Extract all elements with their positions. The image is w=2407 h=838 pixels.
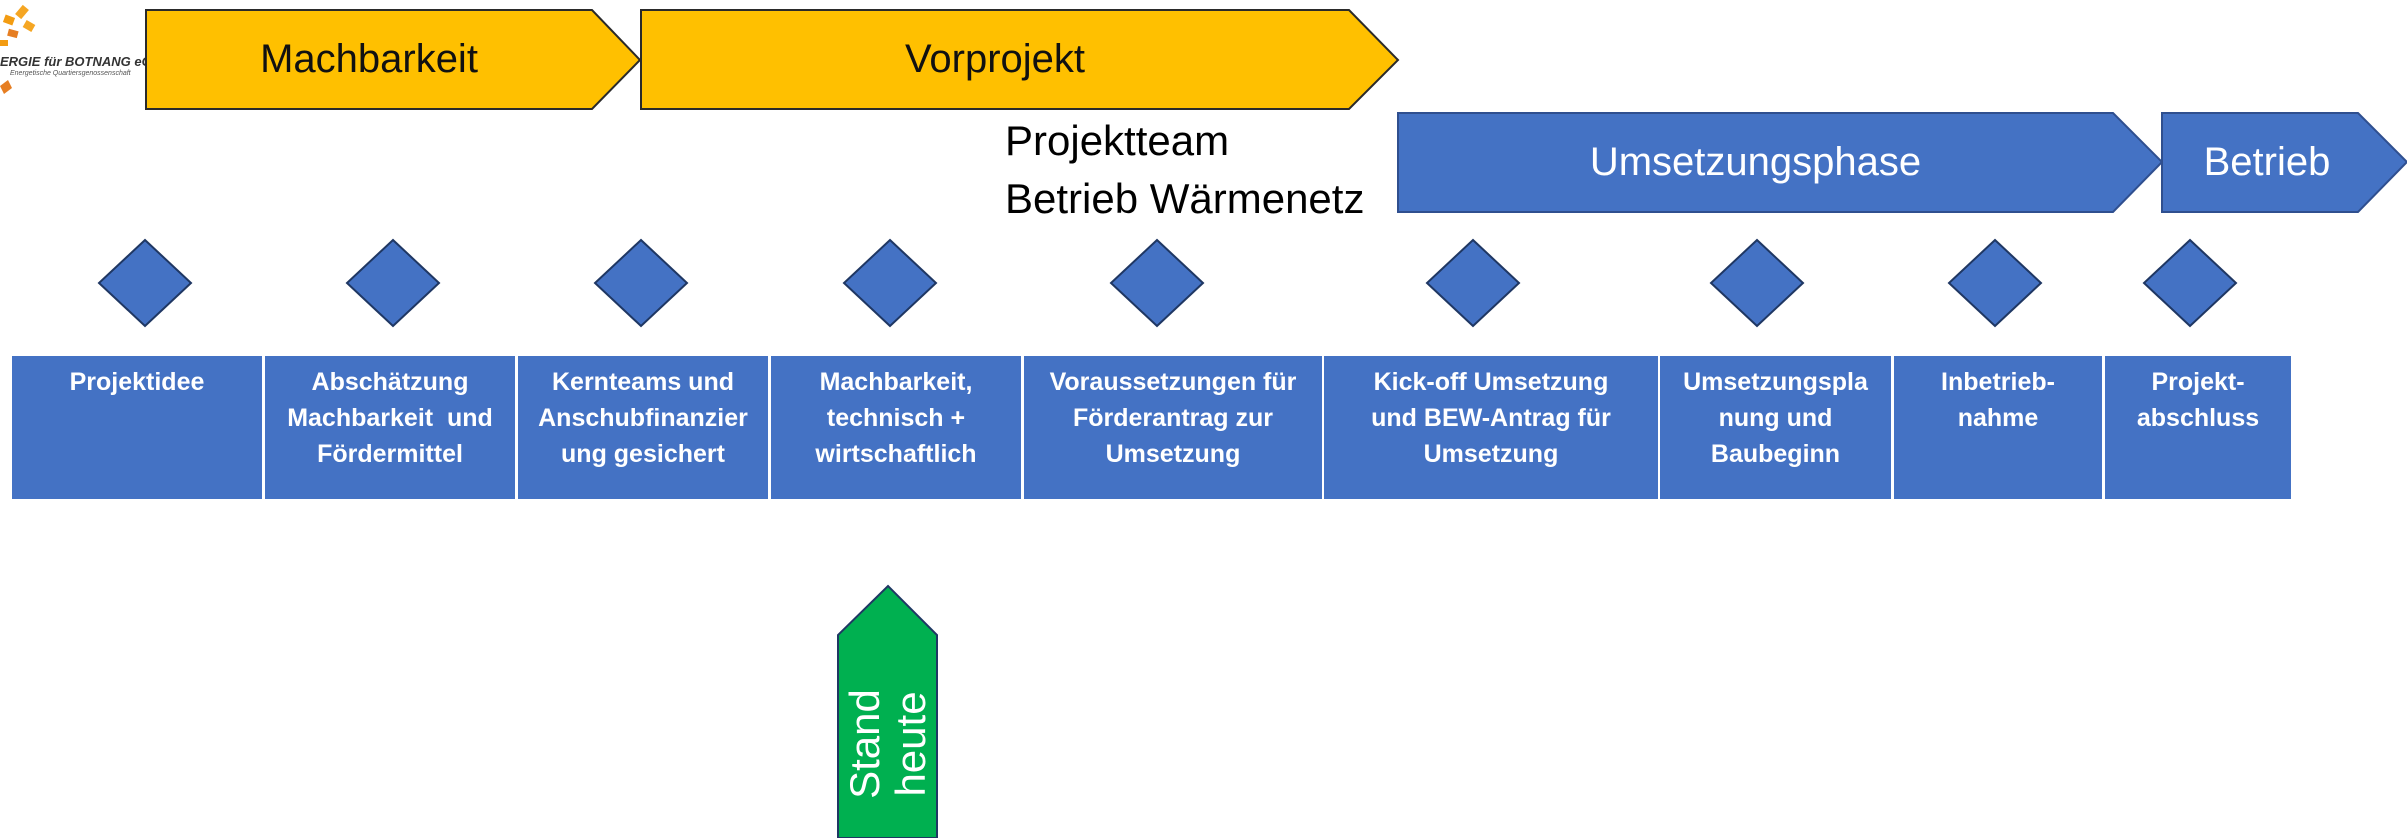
milestone-text: Inbetrieb- bbox=[1941, 368, 2055, 396]
milestone-box-projektabschluss: Projekt- abschluss bbox=[2105, 356, 2291, 499]
milestone-diamond-3 bbox=[593, 238, 689, 328]
milestone-text: wirtschaftlich bbox=[815, 440, 977, 468]
milestone-box-kernteams: Kernteams und Anschubfinanzier ung gesic… bbox=[518, 356, 768, 499]
phase-machbarkeit-label: Machbarkeit bbox=[260, 37, 478, 81]
status-line-2: heute bbox=[887, 691, 935, 797]
milestone-box-voraussetzungen: Voraussetzungen für Förderantrag zur Ums… bbox=[1024, 356, 1322, 499]
logo-name: ERGIE für BOTNANG eG bbox=[0, 54, 152, 69]
milestone-text: Fördermittel bbox=[317, 440, 463, 468]
logo-tagline: Energetische Quartiersgenossenschaft bbox=[10, 70, 131, 77]
milestone-text: Anschubfinanzier bbox=[538, 404, 748, 432]
project-team-note: Projektteam Betrieb Wärmenetz bbox=[1005, 112, 1364, 228]
status-arrow bbox=[837, 584, 938, 838]
phase-betrieb-arrow bbox=[2161, 112, 2407, 213]
milestone-box-umsetzungsplanung: Umsetzungspla nung und Baubeginn bbox=[1660, 356, 1891, 499]
milestone-text: Förderantrag zur bbox=[1072, 404, 1274, 432]
milestone-box-kickoff: Kick-off Umsetzung und BEW-Antrag für Um… bbox=[1324, 356, 1658, 499]
phase-vorprojekt-arrow bbox=[640, 9, 1400, 110]
milestone-box-projektidee: Projektidee bbox=[12, 356, 262, 499]
milestone-text: abschluss bbox=[2136, 404, 2260, 432]
project-team-line-2: Betrieb Wärmenetz bbox=[1005, 175, 1365, 222]
milestone-text: Machbarkeit, bbox=[819, 368, 973, 396]
milestone-text: Voraussetzungen für bbox=[1049, 368, 1297, 396]
phase-machbarkeit-arrow bbox=[145, 9, 642, 110]
milestone-text: nung und bbox=[1718, 404, 1833, 432]
milestone-box-machbarkeit: Machbarkeit, technisch + wirtschaftlich bbox=[771, 356, 1021, 499]
milestone-diamond-2 bbox=[345, 238, 441, 328]
sun-rays-icon bbox=[0, 4, 36, 46]
milestone-box-abschaetzung: Abschätzung Machbarkeit und Fördermittel bbox=[265, 356, 515, 499]
milestone-diamond-1 bbox=[97, 238, 193, 328]
milestone-text: und BEW-Antrag für bbox=[1371, 404, 1611, 432]
milestone-diamond-4 bbox=[842, 238, 938, 328]
logo-accent-icon bbox=[0, 80, 12, 94]
phase-betrieb-label: Betrieb bbox=[2203, 140, 2331, 184]
project-team-line-1: Projektteam bbox=[1005, 117, 1230, 164]
milestone-diamond-8 bbox=[1947, 238, 2043, 328]
status-label: Stand heute bbox=[838, 650, 938, 838]
milestone-box-inbetriebnahme: Inbetrieb- nahme bbox=[1894, 356, 2102, 499]
milestone-diamond-7 bbox=[1709, 238, 1805, 328]
status-line-1: Stand bbox=[841, 689, 889, 799]
phase-umsetzung-label: Umsetzungsphase bbox=[1589, 140, 1922, 184]
milestone-text: Umsetzung bbox=[1423, 440, 1559, 468]
milestone-text: nahme bbox=[1957, 404, 2039, 432]
phase-umsetzung-arrow bbox=[1397, 112, 2164, 213]
phase-vorprojekt-label: Vorprojekt bbox=[904, 37, 1086, 81]
milestone-text: technisch + bbox=[826, 404, 966, 432]
milestone-diamond-9 bbox=[2142, 238, 2238, 328]
logo: ERGIE für BOTNANG eG Energetische Quarti… bbox=[0, 0, 152, 100]
milestone-text: Machbarkeit und bbox=[287, 404, 493, 432]
milestone-text: Kernteams und bbox=[552, 368, 734, 396]
milestone-diamond-6 bbox=[1425, 238, 1521, 328]
milestone-text: Baubeginn bbox=[1710, 440, 1841, 468]
milestone-diamond-5 bbox=[1109, 238, 1205, 328]
milestone-text: Umsetzungspla bbox=[1683, 368, 1868, 396]
milestone-text: Projekt- bbox=[2151, 368, 2245, 396]
milestone-text: Projektidee bbox=[69, 368, 205, 396]
milestone-text: Kick-off Umsetzung bbox=[1373, 368, 1609, 396]
milestone-text: Abschätzung bbox=[311, 368, 469, 396]
milestone-text: Umsetzung bbox=[1105, 440, 1241, 468]
milestone-text: ung gesichert bbox=[561, 440, 725, 468]
